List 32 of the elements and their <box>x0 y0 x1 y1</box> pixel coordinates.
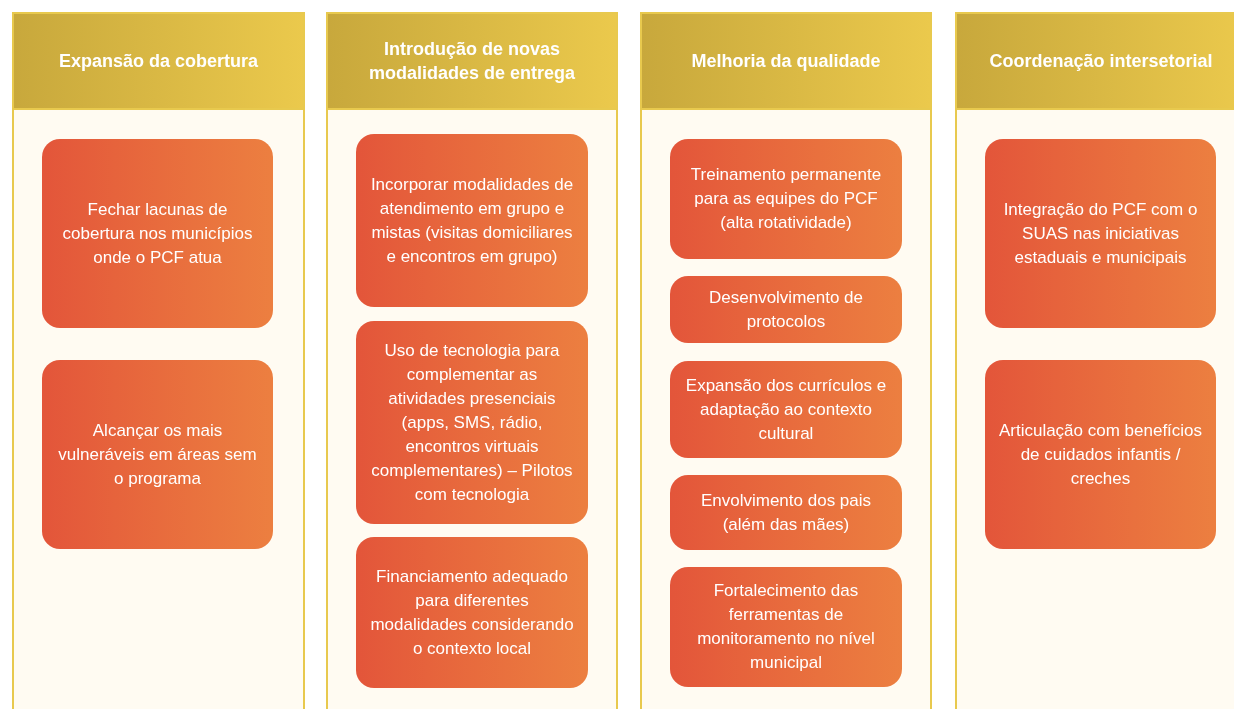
card-text: Integração do PCF com o SUAS nas iniciativas estaduais e municipais <box>1002 198 1199 269</box>
card-text: Fechar lacunas de cobertura nos municípios onde o PCF atua <box>61 198 254 269</box>
column-panel <box>955 12 1234 709</box>
initiative-card <box>356 537 588 688</box>
initiative-card <box>985 139 1216 328</box>
column-panel <box>12 12 305 709</box>
card-text: Alcançar os mais vulneráveis em áreas sem o programa <box>57 419 258 490</box>
initiative-card <box>670 567 902 687</box>
column-panel <box>640 12 932 709</box>
card-text: Articulação com benefícios de cuidados infantis / creches <box>997 419 1204 490</box>
initiative-card <box>670 475 902 550</box>
column-panel <box>326 12 618 709</box>
card-text: Uso de tecnologia para complementar as atividades presenciais (apps, SMS, rádio, encontros virtuais complementares) – Pilotos com tecnologia <box>370 339 574 506</box>
initiative-card <box>42 139 273 328</box>
initiative-card <box>42 360 273 549</box>
column-heading: Expansão da cobertura <box>58 50 259 73</box>
card-text: Treinamento permanente para as equipes do PCF (alta rotatividade) <box>689 164 883 234</box>
initiative-card <box>985 360 1216 549</box>
column-heading: Melhoria da qualidade <box>691 50 881 73</box>
card-text: Expansão dos currículos e adaptação ao contexto cultural <box>684 374 888 445</box>
card-text: Financiamento adequado para diferentes modalidades considerando o contexto local <box>369 565 575 660</box>
card-text: Incorporar modalidades de atendimento em grupo e mistas (visitas domiciliares e encontros em grupo) <box>369 173 575 268</box>
initiative-card <box>356 321 588 524</box>
initiative-card <box>670 276 902 343</box>
initiative-card <box>670 139 902 259</box>
column-heading: Introdução de novas modalidades de entrega <box>367 38 577 85</box>
initiative-card <box>670 361 902 458</box>
card-text: Desenvolvimento de protocolos <box>708 286 864 333</box>
card-text: Envolvimento dos pais (além das mães) <box>699 489 873 536</box>
column-heading: Coordenação intersetorial <box>989 50 1213 73</box>
card-text: Fortalecimento das ferramentas de monitoramento no nível municipal <box>696 580 876 674</box>
initiative-card <box>356 134 588 307</box>
